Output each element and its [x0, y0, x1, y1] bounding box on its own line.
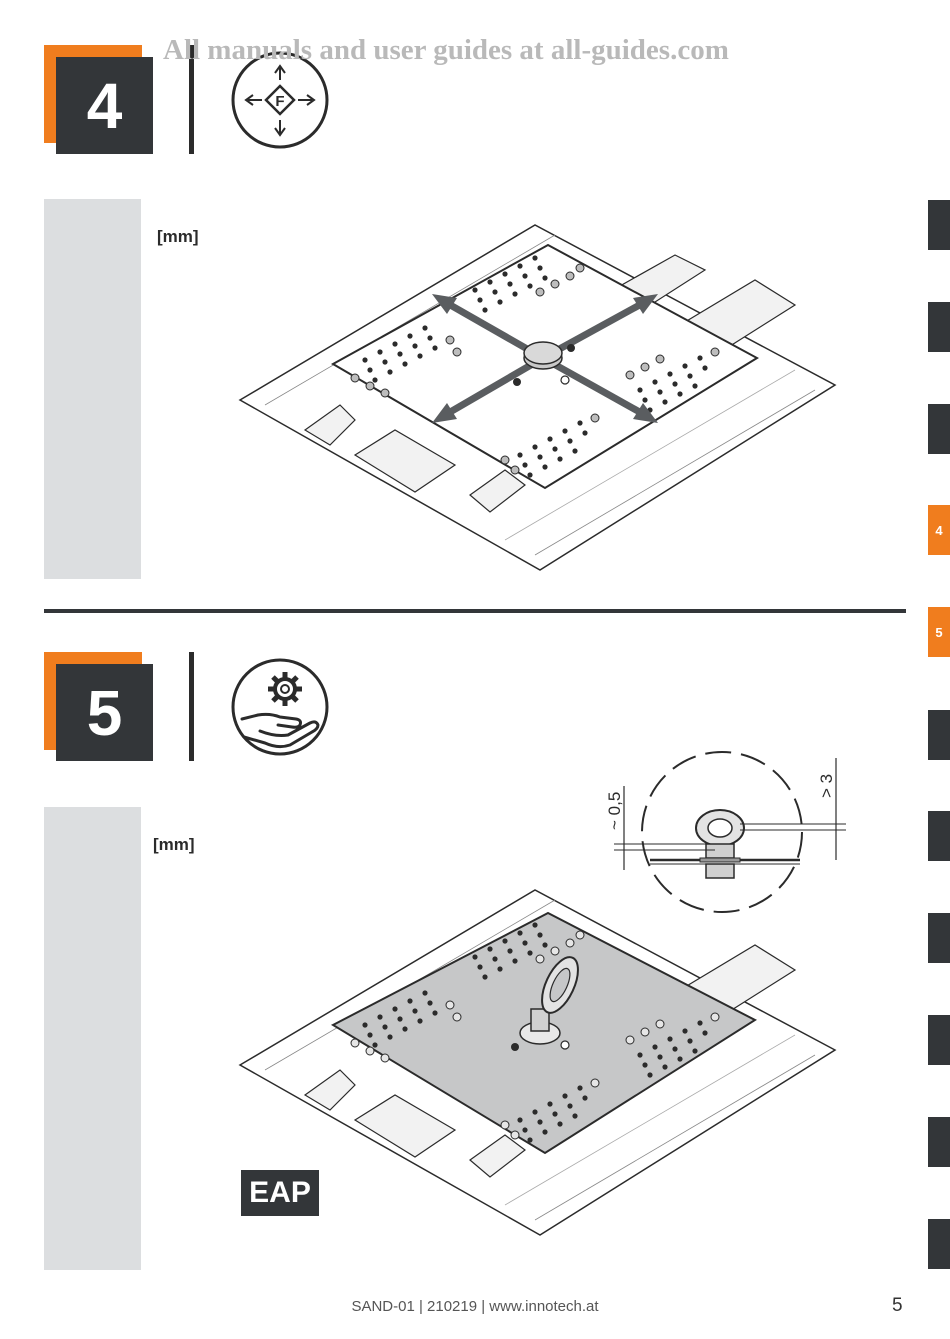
chapter-tab[interactable]	[928, 200, 950, 250]
step-4-strip	[44, 199, 141, 579]
chapter-tab[interactable]	[928, 1219, 950, 1269]
eap-badge: EAP	[241, 1170, 319, 1216]
step-5-badge: 5	[44, 652, 153, 761]
step-4-illustration	[238, 224, 837, 571]
step-5-illustration	[238, 889, 837, 1236]
chapter-tab[interactable]	[928, 710, 950, 760]
force-letter: F	[275, 93, 284, 110]
chapter-tab[interactable]	[928, 404, 950, 454]
section-divider	[44, 609, 906, 613]
chapter-tab[interactable]	[928, 1015, 950, 1065]
dimension-label-gap: ~ 0,5	[605, 792, 624, 830]
chapter-tab[interactable]	[928, 302, 950, 352]
step-separator	[189, 652, 194, 761]
step-number: 4	[56, 57, 153, 154]
unit-label: [mm]	[157, 227, 199, 246]
step-5-strip	[44, 807, 141, 1270]
chapter-tab[interactable]	[928, 913, 950, 963]
chapter-tab[interactable]	[928, 1117, 950, 1167]
chapter-tab[interactable]	[928, 811, 950, 861]
page-number: 5	[892, 1295, 903, 1316]
force-directions-icon: F	[231, 51, 329, 149]
step-4-badge: 4	[44, 45, 153, 154]
chapter-tab-4[interactable]: 4	[928, 505, 950, 555]
unit-label: [mm]	[153, 835, 195, 854]
detail-inset: ~ 0,5 > 3	[605, 751, 846, 913]
step-separator	[189, 45, 194, 154]
footer-text: SAND-01 | 210219 | www.innotech.at	[351, 1298, 599, 1315]
dimension-label-thread: > 3	[817, 774, 836, 798]
watermark-text: All manuals and user guides at all-guide…	[163, 34, 729, 66]
chapter-tab-5[interactable]: 5	[928, 607, 950, 657]
hand-gear-icon	[231, 658, 329, 756]
step-number: 5	[56, 664, 153, 761]
